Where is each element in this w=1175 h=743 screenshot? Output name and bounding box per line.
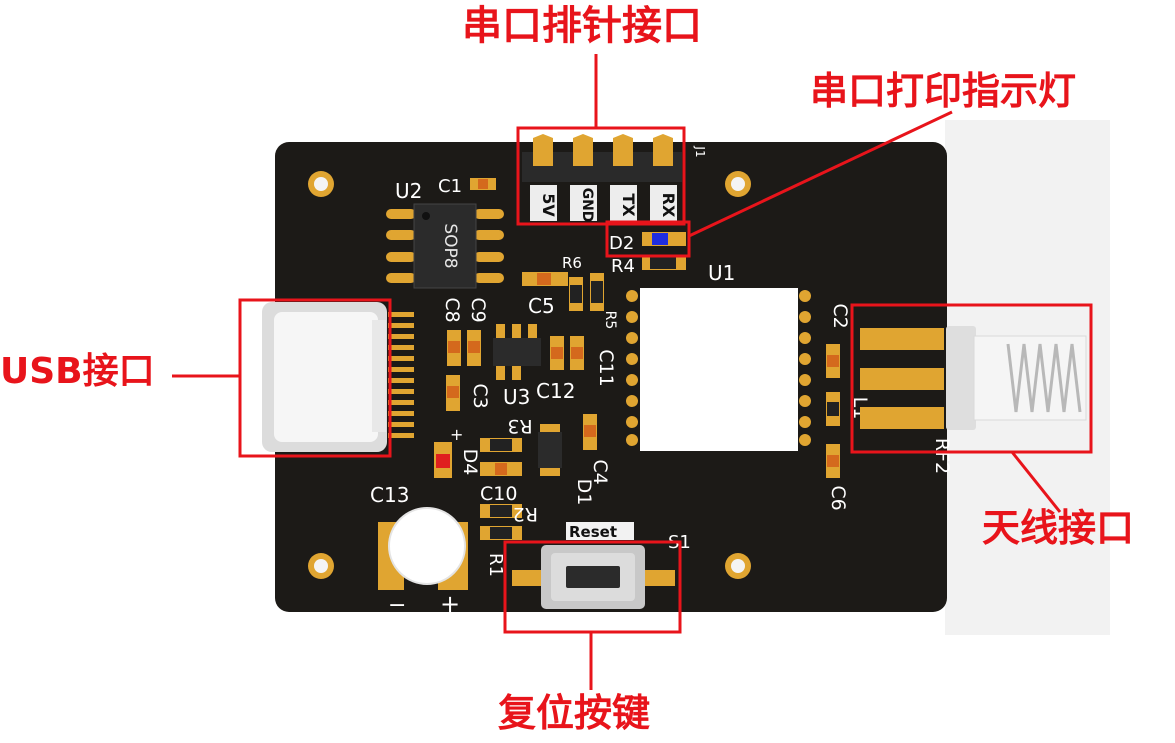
c3-label: C3 — [469, 383, 491, 408]
c6-part — [826, 444, 840, 478]
rf2-connector — [860, 326, 1086, 430]
c10-label: C10 — [480, 483, 517, 505]
pin-rx-label: RX — [659, 193, 678, 218]
c13-minus-label: − — [388, 593, 406, 618]
c13-label: C13 — [370, 483, 409, 507]
pin-tx-label: TX — [619, 193, 638, 217]
c9-label: C9 — [467, 297, 489, 322]
c6-label: C6 — [827, 485, 849, 510]
c2-part — [826, 344, 840, 378]
usb-port-callout: USB接口 — [0, 354, 155, 390]
pin-5v-label: 5V — [539, 193, 558, 217]
u1-label: U1 — [708, 261, 735, 285]
d4-led — [434, 442, 452, 478]
l1-inductor — [826, 392, 840, 426]
c11-label: C11 — [595, 349, 617, 386]
r6-resistor — [569, 277, 583, 311]
r1-resistor — [480, 526, 522, 540]
r4-label: R4 — [611, 256, 635, 277]
d2-label: D2 — [609, 233, 634, 254]
u1-module — [626, 288, 811, 451]
c5-label: C5 — [528, 294, 555, 318]
c10-part — [480, 462, 522, 476]
print-led-callout: 串口打印指示灯 — [810, 72, 1076, 110]
c13-plus-label: + — [440, 590, 460, 618]
u2-label: U2 — [395, 179, 422, 203]
c8-part — [447, 330, 461, 366]
c1-part — [470, 178, 496, 190]
header-pins-callout: 串口排针接口 — [462, 6, 702, 46]
d2-led — [642, 232, 686, 246]
d4-label: D4 — [459, 449, 481, 476]
c12-label: C12 — [536, 379, 575, 403]
c3-part — [446, 375, 460, 411]
c2-label: C2 — [829, 303, 851, 328]
r2-label: R2 — [513, 503, 538, 525]
pin-gnd-label: GND — [579, 188, 595, 223]
c1-label: C1 — [438, 176, 462, 197]
c11-part — [570, 336, 584, 370]
rf2-label: RF2 — [931, 438, 953, 474]
d4-plus-label: + — [450, 425, 463, 444]
u3-label: U3 — [503, 385, 530, 409]
r5-resistor — [590, 273, 604, 311]
reset-label: Reset — [569, 523, 617, 541]
c5-part — [522, 272, 568, 286]
r5-label: R5 — [602, 311, 618, 330]
d1-diode — [538, 424, 562, 476]
r1-label: R1 — [485, 553, 506, 577]
r3-label: R3 — [507, 415, 532, 437]
r4-resistor — [642, 256, 686, 270]
c9-part — [467, 330, 481, 366]
j1-label: J1 — [693, 145, 707, 157]
r6-label: R6 — [562, 254, 582, 272]
c12-part — [550, 336, 564, 370]
u2-package-label: SOP8 — [440, 223, 460, 268]
c8-label: C8 — [441, 297, 463, 322]
c4-label: C4 — [589, 459, 611, 484]
reset-button-callout: 复位按键 — [498, 694, 650, 732]
antenna-port-callout: 天线接口 — [982, 509, 1134, 547]
r3-resistor — [480, 438, 522, 452]
c4-part — [583, 414, 597, 450]
